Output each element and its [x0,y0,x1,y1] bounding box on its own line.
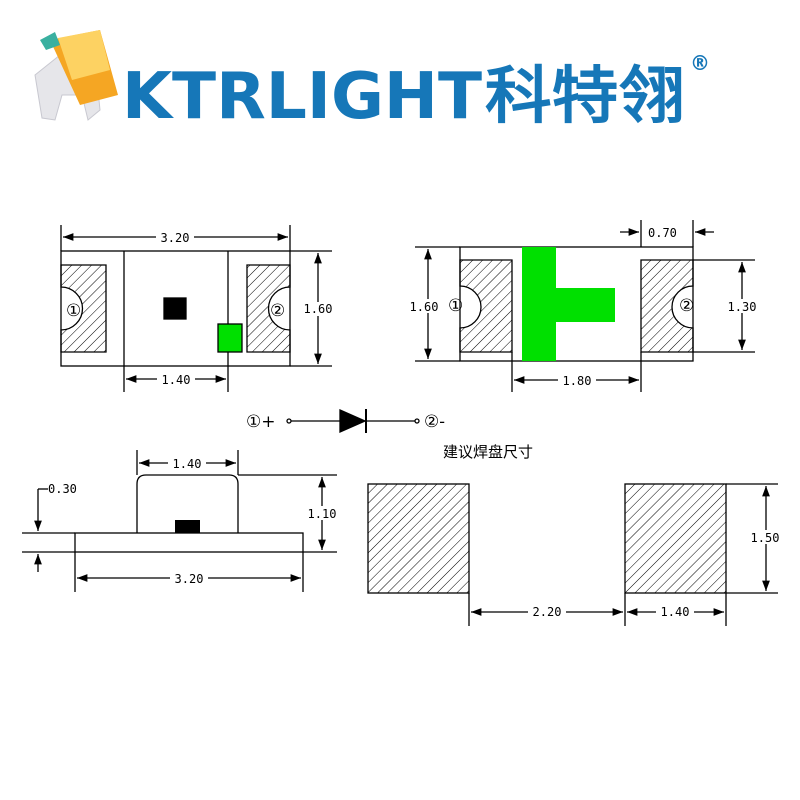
cathode-label: ②- [424,412,445,432]
pad-layout [367,483,778,626]
dim-height: 1.60 [410,300,439,314]
pin-1-label: ① [448,296,463,316]
dim-pad-width: 1.40 [661,605,690,619]
pin-1-label: ① [66,301,81,321]
pad-2 [246,264,291,353]
brand-logo: KTRLIGHT 科特翎 ® [34,30,710,134]
dim-pad-width: 0.70 [648,226,677,240]
package-outline [459,246,694,362]
pin-2-label: ② [679,296,694,316]
anode-label: ①+ [246,412,275,432]
dim-width: 3.20 [161,231,190,245]
solder-pad-left [367,483,470,594]
dim-height: 1.60 [304,302,333,316]
pad-layout-title: 建议焊盘尺寸 [443,443,533,461]
pad-2 [640,259,694,353]
diode-symbol [286,409,420,433]
dim-length: 3.20 [175,572,204,586]
pin-2-label: ② [270,301,285,321]
registered-mark: ® [690,51,710,75]
lens [136,474,239,533]
dim-inner: 1.40 [162,373,191,387]
brand-name-cn: 科特翎 [485,59,685,132]
dim-pad-height: 1.30 [728,300,757,314]
package-outline [60,250,291,367]
green-marker [217,323,243,353]
side-view [22,450,337,592]
logo-icon [34,30,118,121]
dim-total-height: 1.10 [308,507,337,521]
pad-1 [459,259,513,353]
top-view [60,225,332,392]
pad-1 [60,264,107,353]
solder-pad-right [624,483,727,594]
chip-die [175,520,200,533]
dim-pad-gap: 2.20 [533,605,562,619]
dim-width: 1.80 [563,374,592,388]
polarity-mark [522,247,615,361]
dim-pad-height: 1.50 [751,531,780,545]
dim-lens-width: 1.40 [173,457,202,471]
chip-die [163,297,187,320]
package-base [74,532,304,553]
dim-base-height: 0.30 [48,482,77,496]
brand-name: KTRLIGHT [122,60,482,134]
bottom-view [415,220,755,392]
